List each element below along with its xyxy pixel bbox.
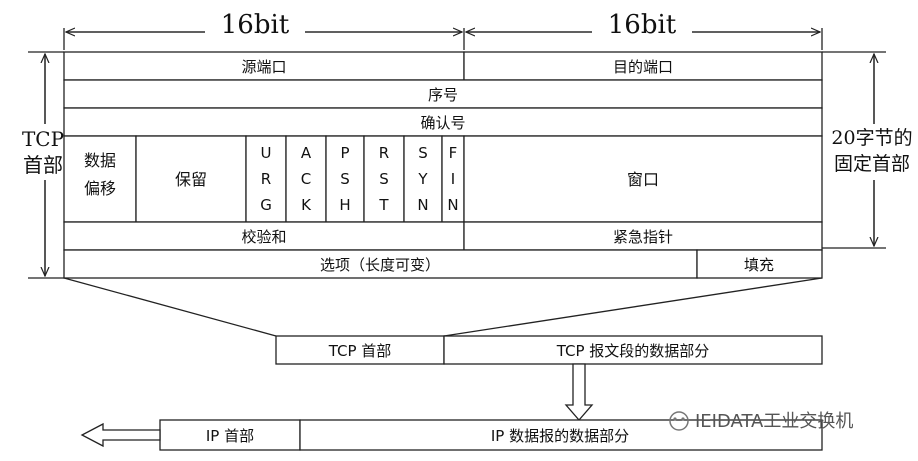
watermark: IEIDATA工业交换机 <box>669 411 853 432</box>
ack-number-label: 确认号 <box>420 114 465 132</box>
flag-syn-letter-3: N <box>417 196 428 214</box>
urgent-pointer-cell <box>463 221 823 251</box>
flag-cell-ack <box>285 135 327 223</box>
flag-cell-urg <box>245 135 287 223</box>
padding-cell <box>696 249 823 279</box>
flag-ack-letter-3: K <box>301 196 312 214</box>
ip-left-arrow <box>80 422 161 448</box>
ip-header-label: IP 首部 <box>206 427 254 445</box>
fixed-header-side-label-2: 固定首部 <box>834 153 910 175</box>
flag-syn-letter-2: Y <box>417 170 428 188</box>
funnel-right-line <box>443 277 823 337</box>
tcp-header-side-label-2: 首部 <box>23 153 63 177</box>
urgent-pointer-label: 紧急指针 <box>613 228 673 246</box>
flag-rst-letter-2: S <box>379 170 389 188</box>
window-label: 窗口 <box>627 170 659 189</box>
ack-number-cell <box>63 107 823 137</box>
flag-ack-letter-1: A <box>301 144 312 162</box>
ip-header-box <box>159 419 301 451</box>
ip-data-box <box>299 419 823 451</box>
sequence-number-label: 序号 <box>428 86 458 104</box>
left-width-label: 16bit <box>221 10 290 40</box>
flag-rst-letter-1: R <box>379 144 389 162</box>
ip-data-label: IP 数据报的数据部分 <box>491 427 629 445</box>
flag-urg-letter-3: G <box>260 196 272 214</box>
tcp-segment-header-label: TCP 首部 <box>328 342 392 360</box>
reserved-label: 保留 <box>175 170 207 189</box>
window-cell <box>463 135 823 223</box>
watermark-logo-icon <box>669 411 689 431</box>
flag-fin-letter-3: N <box>447 196 458 214</box>
flag-fin-letter-2: I <box>451 170 455 188</box>
encapsulation-down-arrow <box>564 363 594 421</box>
watermark-text: IEIDATA工业交换机 <box>695 411 853 432</box>
checksum-label: 校验和 <box>241 228 286 246</box>
data-offset-cell <box>63 135 137 223</box>
flag-syn-letter-1: S <box>418 144 428 162</box>
tcp-segment-data-label: TCP 报文段的数据部分 <box>556 342 710 360</box>
funnel-left-line <box>63 277 277 337</box>
flag-psh-letter-2: S <box>340 170 350 188</box>
dest-port-label: 目的端口 <box>613 58 673 76</box>
flag-fin-letter-1: F <box>449 144 458 162</box>
data-offset-label-2: 偏移 <box>84 179 116 198</box>
checksum-cell <box>63 221 465 251</box>
data-offset-label-1: 数据 <box>84 151 116 170</box>
sequence-number-cell <box>63 79 823 109</box>
flag-cell-psh <box>325 135 365 223</box>
flag-psh-letter-3: H <box>339 196 350 214</box>
flag-psh-letter-1: P <box>340 144 349 162</box>
right-width-label: 16bit <box>608 10 677 40</box>
fixed-header-side-label-1: 20字节的 <box>831 127 912 149</box>
padding-label: 填充 <box>744 256 774 274</box>
source-port-label: 源端口 <box>241 58 286 76</box>
options-cell <box>63 249 698 279</box>
tcp-segment-data-box <box>443 335 823 365</box>
dest-port-cell <box>463 51 823 81</box>
tcp-header-side-label-1: TCP <box>22 127 64 151</box>
flag-urg-letter-1: U <box>261 144 272 162</box>
options-label: 选项（长度可变） <box>320 256 440 274</box>
flag-urg-letter-2: R <box>261 170 271 188</box>
reserved-cell <box>135 135 247 223</box>
flag-rst-letter-3: T <box>378 196 389 214</box>
flag-ack-letter-2: C <box>301 170 311 188</box>
